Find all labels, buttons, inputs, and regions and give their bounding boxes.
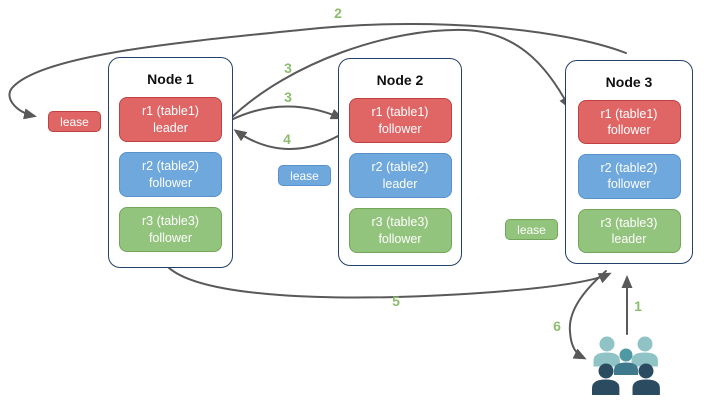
step-label-3a: 3 [284, 60, 292, 76]
replica-role: leader [382, 176, 418, 191]
users-middle-person [614, 348, 638, 375]
node-3-title: Node 3 [605, 74, 653, 90]
replica-label: r2 (table2) [600, 161, 658, 176]
replica-label: r3 (table3) [371, 215, 429, 230]
node-1-replica-r3: r3 (table3) follower [119, 207, 222, 252]
replica-label: r1 (table1) [371, 105, 429, 120]
step-label-6: 6 [553, 318, 561, 334]
lease-badge-r2: lease [278, 165, 331, 186]
users-front-row [592, 363, 660, 395]
step-label-5: 5 [392, 293, 400, 309]
arrow-2-node3-to-lease-r1 [8, 23, 627, 120]
replica-label: r2 (table2) [142, 159, 199, 174]
replica-role: leader [153, 120, 188, 135]
replica-label: r1 (table1) [600, 106, 658, 121]
node-1-replica-r2: r2 (table2) follower [119, 152, 222, 197]
replica-role: follower [148, 230, 193, 245]
step-label-3b: 3 [284, 89, 292, 105]
arrow-3-node1-to-node2-replication [230, 105, 344, 121]
node-2-replica-r1: r1 (table1) follower [348, 98, 452, 143]
step-label-1: 1 [634, 298, 642, 314]
lease-badge-r1: lease [48, 111, 101, 132]
node-3-replica-r1: r1 (table1) follower [577, 100, 681, 145]
node-1: Node 1 r1 (table1) leader r2 (table2) fo… [108, 57, 233, 268]
lease-badge-r3: lease [505, 219, 558, 240]
replica-label: r2 (table2) [371, 160, 429, 175]
node-2-replica-r2: r2 (table2) leader [348, 153, 452, 198]
replica-role: leader [611, 231, 647, 246]
users-icon [592, 336, 660, 395]
replica-role: follower [148, 175, 193, 190]
node-2-title: Node 2 [376, 72, 424, 88]
node-1-replica-r1: r1 (table1) leader [119, 97, 222, 142]
users-back-row [593, 336, 658, 367]
replica-label: r3 (table3) [600, 215, 658, 230]
step-label-2: 2 [334, 5, 342, 21]
node-1-title: Node 1 [147, 71, 194, 87]
node-3-replica-r3: r3 (table3) leader [577, 208, 681, 253]
replica-role: follower [607, 123, 651, 138]
replica-role: follower [378, 231, 422, 246]
node-2: Node 2 r1 (table1) follower r2 (table2) … [338, 58, 462, 266]
node-3-replica-r2: r2 (table2) follower [577, 154, 681, 199]
node-3: Node 3 r1 (table1) follower r2 (table2) … [565, 60, 693, 264]
replica-role: follower [378, 121, 422, 136]
replica-label: r1 (table1) [142, 104, 199, 119]
replica-label: r3 (table3) [142, 214, 199, 229]
node-2-replica-r3: r3 (table3) follower [348, 208, 452, 253]
step-label-4: 4 [283, 131, 291, 147]
replica-role: follower [607, 177, 651, 192]
